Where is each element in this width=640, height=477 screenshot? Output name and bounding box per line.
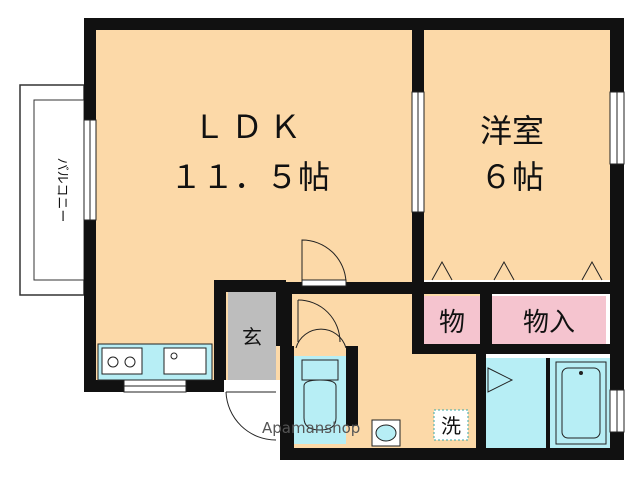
storage-floor — [492, 296, 606, 344]
ldk-name-label: ＬＤＫ — [193, 108, 307, 146]
storage-label: 物入 — [523, 308, 575, 338]
wash-basin — [371, 419, 401, 447]
balcony — [19, 84, 85, 296]
washer-label: 洗 — [441, 414, 461, 438]
entrance-floor — [228, 292, 276, 380]
closet-floor — [424, 296, 480, 344]
kitchen-counter — [97, 343, 213, 381]
western-room-size-label: ６帖 — [480, 158, 544, 196]
windows — [83, 91, 625, 433]
doors — [225, 239, 603, 441]
ldk-size-label: １１．５帖 — [170, 158, 330, 196]
watermark: Apamanshop — [262, 419, 360, 437]
closet-label: 物 — [439, 308, 465, 338]
washer-spot — [433, 409, 469, 441]
toilet — [301, 359, 339, 431]
western-room-name-label: 洋室 — [480, 112, 544, 150]
entrance-label: 玄 — [242, 325, 262, 349]
western-room-floor — [424, 30, 610, 280]
balcony-label: バルコニー — [54, 158, 69, 223]
washroom-floor — [486, 358, 546, 448]
bathtub — [555, 361, 607, 445]
